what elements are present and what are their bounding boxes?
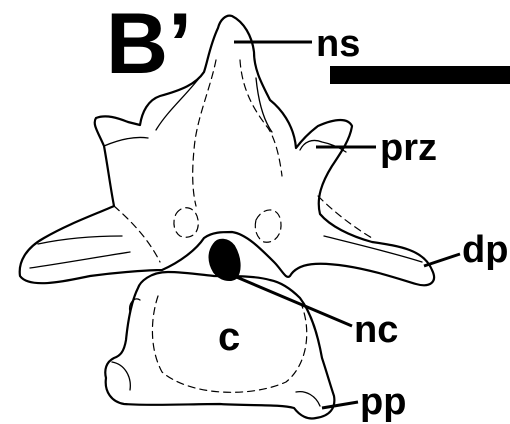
right-fossa <box>255 210 281 242</box>
neural-canal <box>210 240 240 280</box>
dp-leader <box>424 254 460 266</box>
parapophysis-right <box>296 392 320 406</box>
spine-ridge-right <box>240 60 282 176</box>
panel-label: B’ <box>106 0 192 92</box>
left-diapophysis-line <box>38 236 122 244</box>
label-pp: pp <box>360 381 406 423</box>
nc-leader <box>234 276 352 326</box>
parapophysis-left <box>112 362 130 390</box>
left-diapophysis-line-2 <box>30 252 130 268</box>
label-dp: dp <box>462 229 508 271</box>
label-nc: nc <box>354 309 398 351</box>
scale-bar <box>330 66 510 84</box>
left-fossa <box>174 208 198 237</box>
label-c: c <box>218 315 240 359</box>
prezygapophysis-rim <box>104 137 148 146</box>
label-prz: prz <box>380 127 437 169</box>
pp-leader <box>322 402 358 408</box>
label-ns: ns <box>316 23 360 65</box>
